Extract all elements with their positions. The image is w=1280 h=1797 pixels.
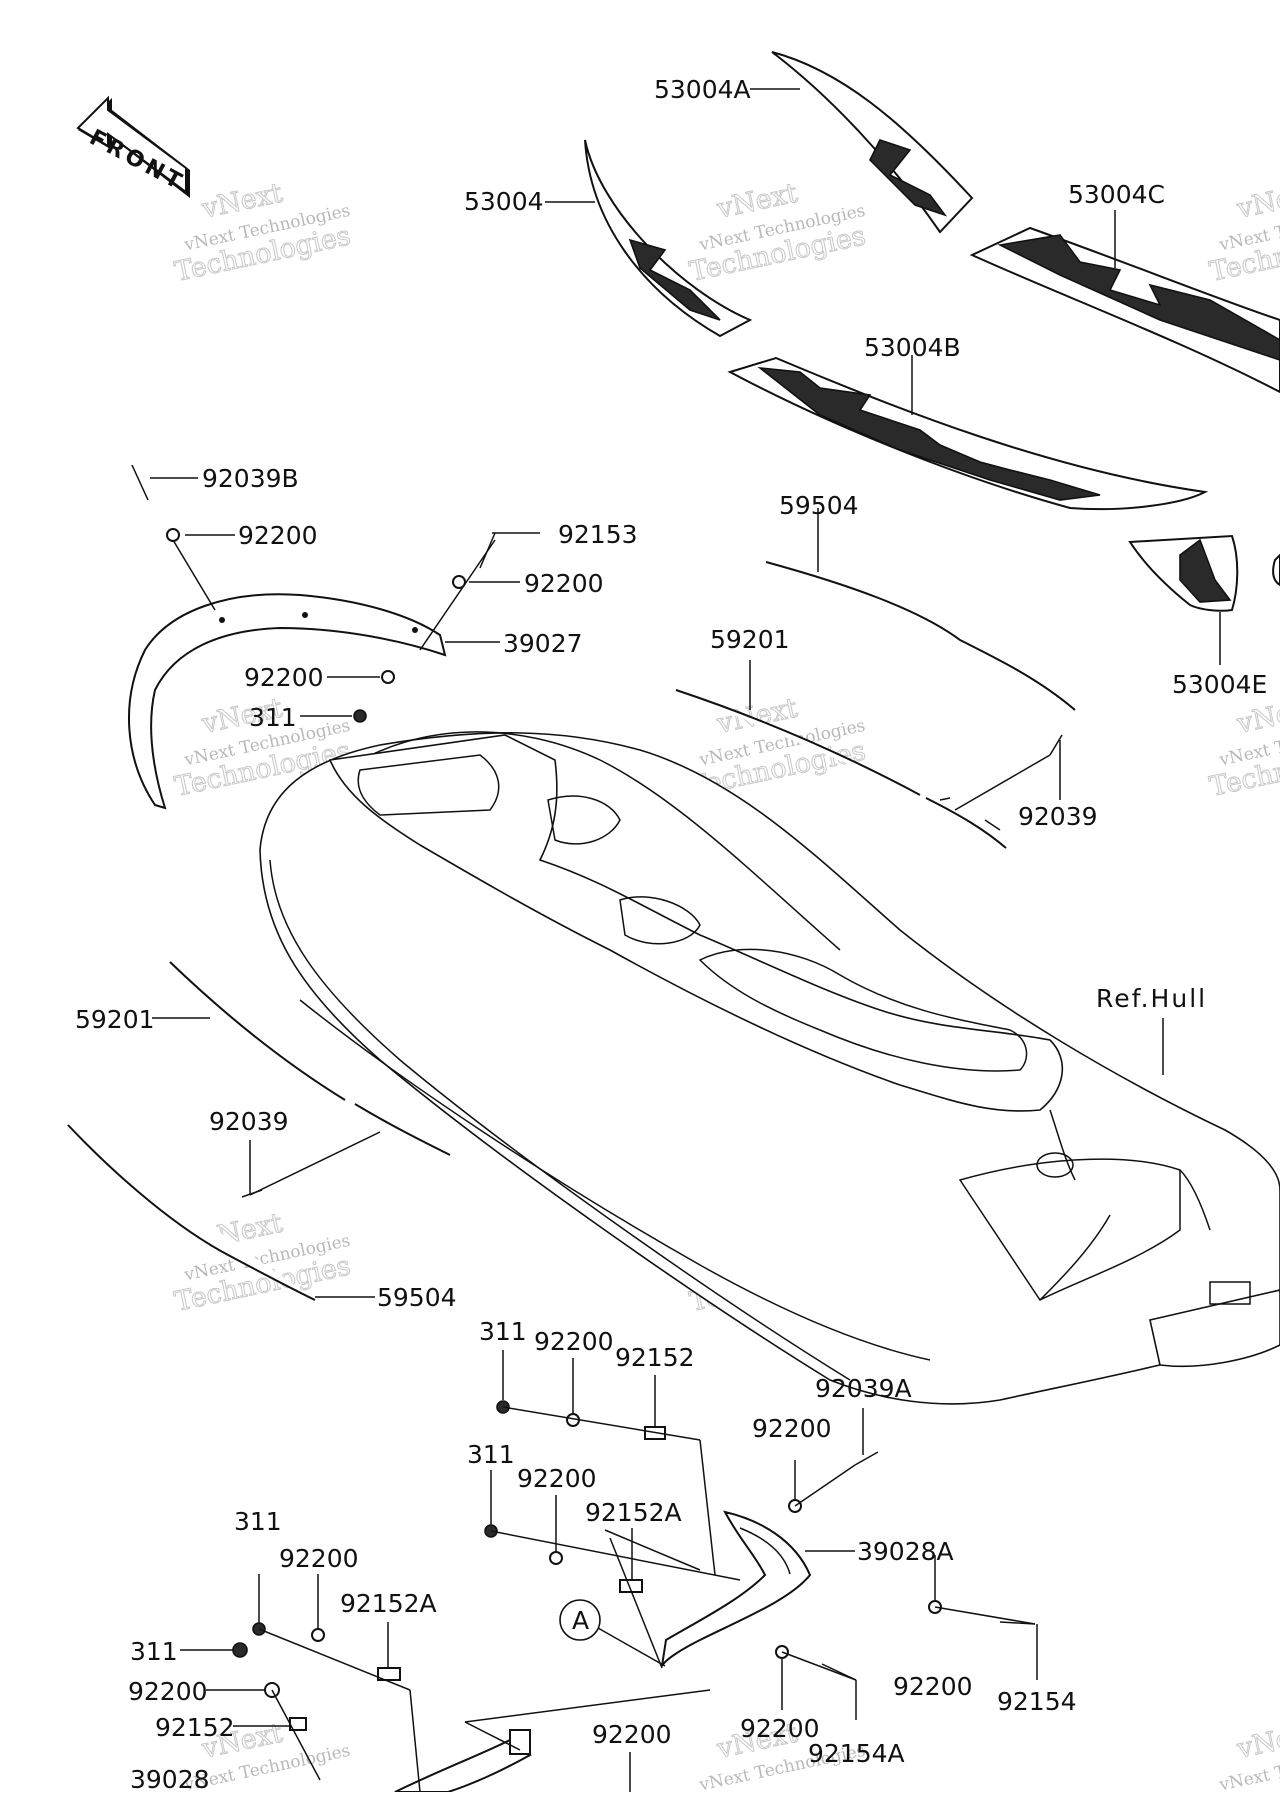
part-label-92153[interactable]: 92153 [558,520,638,549]
part-label-92200[interactable]: 92200 [524,569,604,598]
part-label-92152[interactable]: 92152 [615,1343,695,1372]
part-label-92154[interactable]: 92154 [997,1687,1077,1716]
part-label-92152A[interactable]: 92152A [585,1498,682,1527]
hull[interactable] [259,731,1280,1405]
part-label-311[interactable]: 311 [479,1317,527,1346]
part-label-59504[interactable]: 59504 [377,1283,457,1312]
part-label-59504[interactable]: 59504 [779,491,859,520]
sponson-39028A[interactable] [661,1510,812,1667]
decal-53004A[interactable] [771,51,974,234]
bumper-39027[interactable] [127,593,447,810]
decal-53004C[interactable] [969,226,1280,394]
decal-53004E[interactable] [1128,534,1280,612]
part-label-92039A[interactable]: 92039A [815,1374,912,1403]
part-label-311[interactable]: 311 [249,703,297,732]
watermark-text: vNext [1234,1718,1280,1765]
part-label-59201[interactable]: 59201 [710,625,790,654]
decal-53004B[interactable] [727,356,1209,511]
part-label-92154A[interactable]: 92154A [808,1739,905,1768]
part-label-39027[interactable]: 39027 [503,629,583,658]
part-label-39028A[interactable]: 39028A [857,1537,954,1566]
part-label-ref-hull[interactable]: Ref.Hull [1096,984,1207,1013]
part-label-53004E[interactable]: 53004E [1172,670,1267,699]
part-label-311[interactable]: 311 [234,1507,282,1536]
part-label-92200[interactable]: 92200 [279,1544,359,1573]
part-label-311[interactable]: 311 [130,1637,178,1666]
part-label-92039[interactable]: 92039 [1018,802,1098,831]
part-label-92039B[interactable]: 92039B [202,464,299,493]
part-label-92200[interactable]: 92200 [517,1464,597,1493]
part-label-92200[interactable]: 92200 [238,521,318,550]
leader-lines [150,88,1221,1793]
part-label-92039[interactable]: 92039 [209,1107,289,1136]
part-label-92200[interactable]: 92200 [244,663,324,692]
rail-59201-lower[interactable] [169,961,451,1156]
decal-53004[interactable] [584,139,753,338]
watermark-text: vNext [1234,178,1280,225]
watermark-text: vNext [1234,693,1280,740]
part-label-53004[interactable]: 53004 [464,187,544,216]
part-label-92152A[interactable]: 92152A [340,1589,437,1618]
part-label-92200[interactable]: 92200 [893,1672,973,1701]
rail-59504-upper[interactable] [765,561,1076,711]
part-label-53004A[interactable]: 53004A [654,75,751,104]
part-label-311[interactable]: 311 [467,1440,515,1469]
part-label-92152[interactable]: 92152 [155,1713,235,1742]
part-label-92200[interactable]: 92200 [534,1327,614,1356]
part-label-92200[interactable]: 92200 [752,1414,832,1443]
part-label-92200[interactable]: 92200 [128,1677,208,1706]
part-labels: 53004A 53004 53004C 53004B 53004E 92039B… [75,75,1267,1794]
front-arrow-icon: FRONT [76,95,190,198]
callout-a-circle [559,1599,601,1641]
part-label-53004C[interactable]: 53004C [1068,180,1165,209]
callout-a-label: A [572,1606,589,1635]
part-label-53004B[interactable]: 53004B [864,333,961,362]
part-label-92200[interactable]: 92200 [592,1720,672,1749]
part-label-59201[interactable]: 59201 [75,1005,155,1034]
part-label-39028[interactable]: 39028 [130,1765,210,1794]
rail-59504-lower[interactable] [67,1124,316,1301]
part-label-92200[interactable]: 92200 [740,1714,820,1743]
rail-59201-upper[interactable] [675,689,1007,849]
